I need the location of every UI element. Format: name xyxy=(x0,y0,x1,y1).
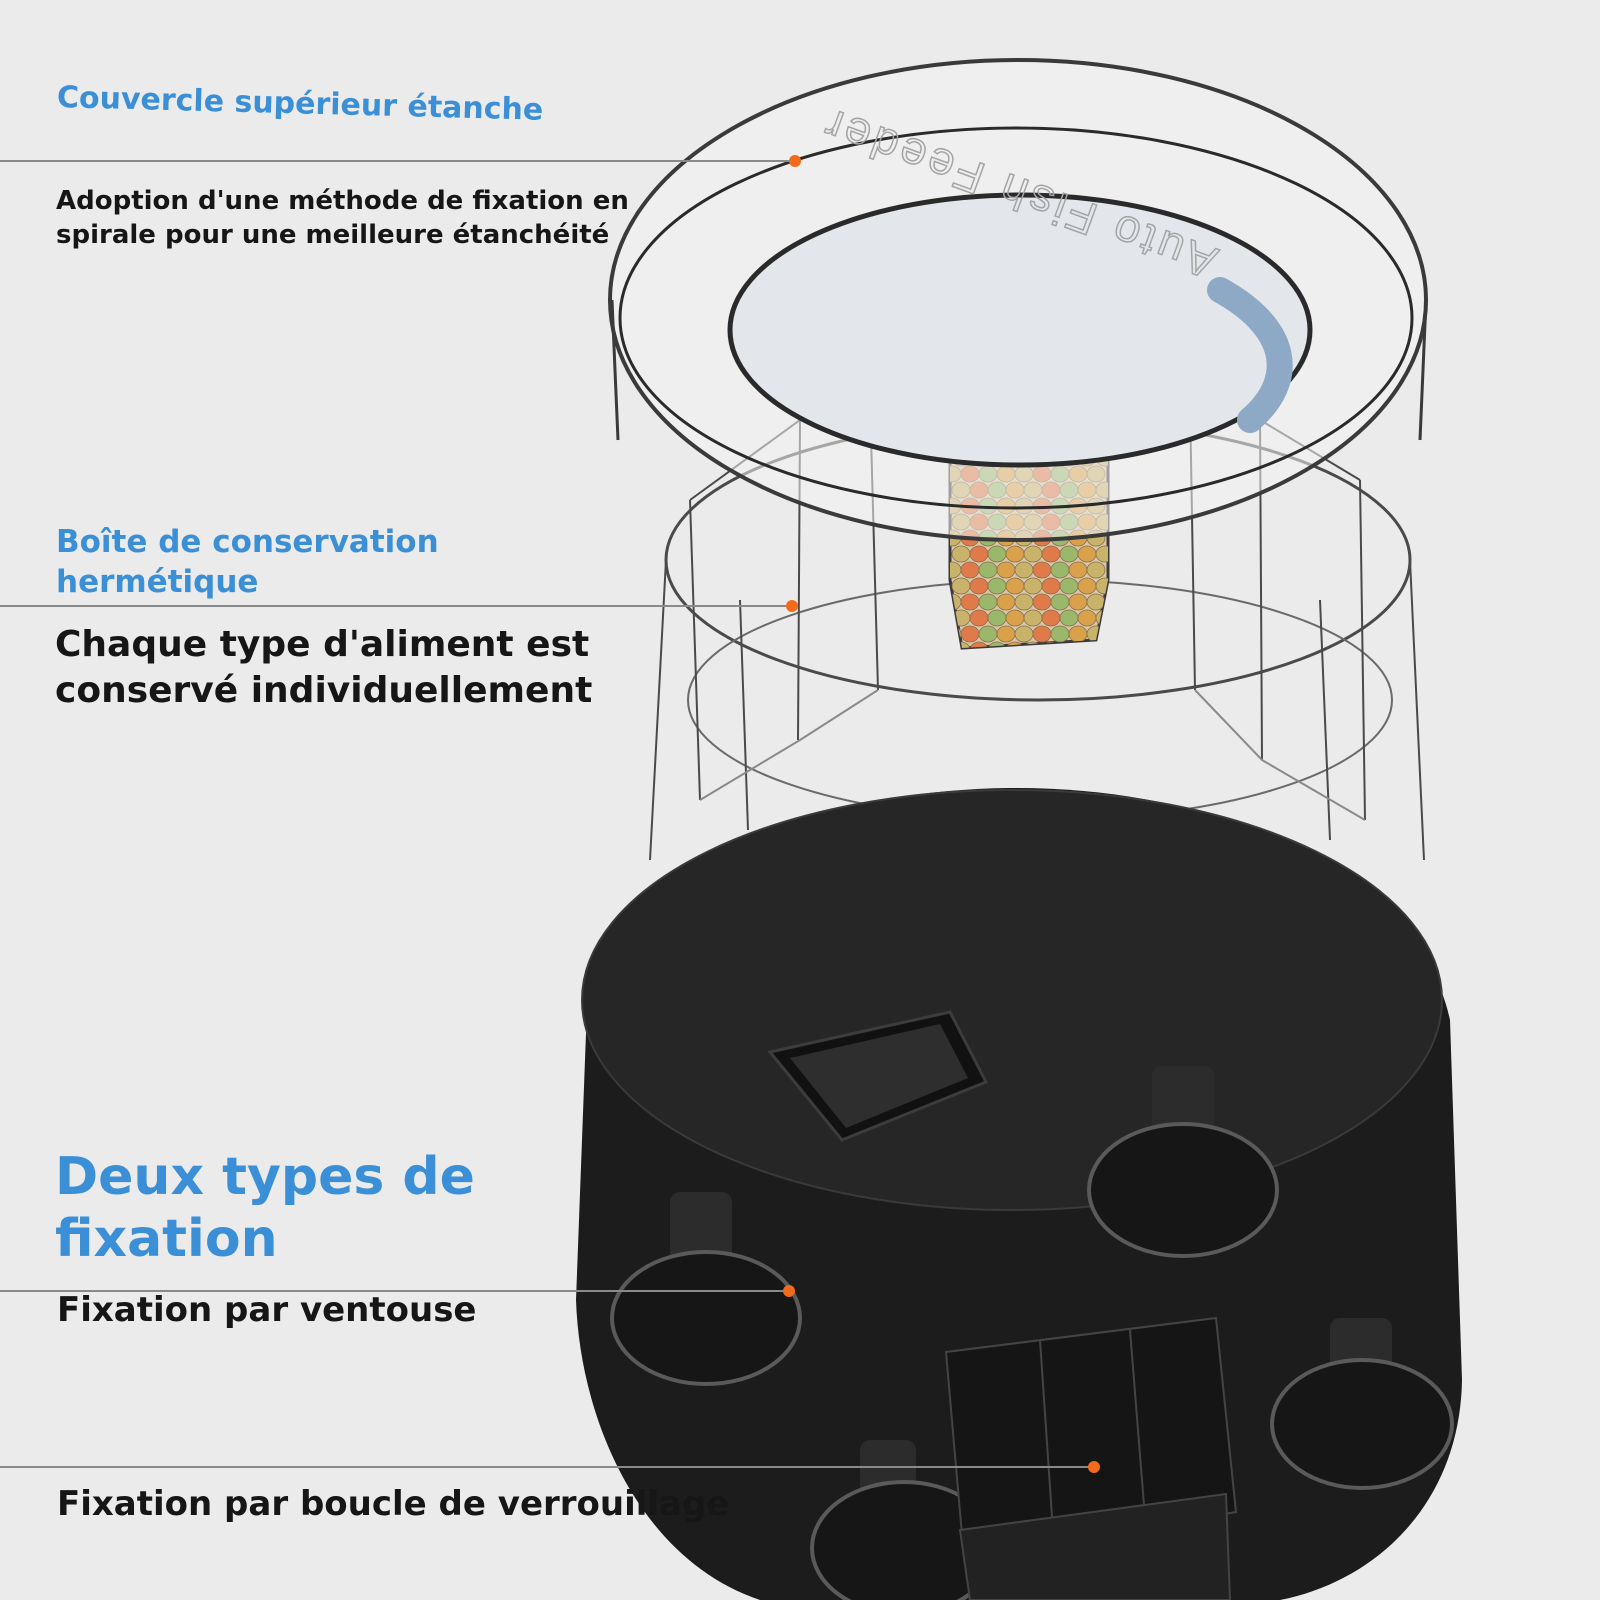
food-pellet xyxy=(1059,545,1079,563)
food-pellet xyxy=(1005,609,1025,627)
food-pellet xyxy=(960,625,980,643)
food-pellet xyxy=(1059,609,1079,627)
food-pellet xyxy=(1095,641,1108,648)
food-pellet xyxy=(1023,577,1043,595)
food-pellet xyxy=(951,545,971,563)
callout-lid-description-line: Adoption d'une méthode de fixation en xyxy=(56,186,629,216)
food-pellet xyxy=(1086,625,1106,643)
callout-fixation-title-line: fixation xyxy=(55,1209,278,1269)
food-pellet xyxy=(969,545,989,563)
callout-fixation-title: Deux types de fixation xyxy=(55,1146,475,1270)
food-pellet xyxy=(1068,593,1088,611)
food-pellet xyxy=(996,561,1016,579)
food-pellet xyxy=(1086,561,1106,579)
food-pellet xyxy=(969,641,989,648)
food-pellet xyxy=(950,561,962,579)
food-pellet xyxy=(1059,577,1079,595)
food-pellet xyxy=(1068,561,1088,579)
food-pellet xyxy=(987,641,1007,648)
food-pellet xyxy=(987,545,1007,563)
food-pellet xyxy=(1077,545,1097,563)
callout-lid-description-line: spirale pour une meilleure étanchéité xyxy=(56,220,610,250)
food-pellet xyxy=(1005,545,1025,563)
suction-cups xyxy=(610,1066,1454,1600)
food-pellet xyxy=(960,561,980,579)
food-pellet xyxy=(951,577,971,595)
food-pellet xyxy=(1095,545,1108,563)
food-pellet xyxy=(1041,609,1061,627)
food-pellet xyxy=(1041,545,1061,563)
suction-cup xyxy=(1087,1066,1279,1258)
food-pellet xyxy=(1077,577,1097,595)
callout-fixation-title-line: Deux types de xyxy=(55,1147,475,1207)
suction-cup xyxy=(810,1440,998,1600)
food-pellet xyxy=(1059,641,1079,648)
food-pellet xyxy=(1005,641,1025,648)
food-pellet xyxy=(1032,625,1052,643)
callout-storage-description-line: Chaque type d'aliment est xyxy=(55,624,590,665)
food-pellet xyxy=(978,561,998,579)
food-pellet xyxy=(1077,641,1097,648)
food-pellet xyxy=(996,625,1016,643)
locking-clip xyxy=(944,1316,1238,1600)
food-pellet xyxy=(1032,593,1052,611)
base-unit xyxy=(576,787,1462,1600)
food-pellet xyxy=(1005,577,1025,595)
callout-storage-description-line: conservé individuellement xyxy=(55,670,593,711)
suction-cup xyxy=(1270,1318,1454,1490)
food-pellet xyxy=(978,593,998,611)
food-pellet xyxy=(969,577,989,595)
food-pellet xyxy=(1050,561,1070,579)
food-pellet xyxy=(1032,561,1052,579)
marker-dots xyxy=(783,155,1100,1473)
food-pellet xyxy=(1014,625,1034,643)
callout-suction-description: Fixation par ventouse xyxy=(57,1290,477,1330)
food-pellet xyxy=(1023,609,1043,627)
food-pellet xyxy=(987,609,1007,627)
food-pellet xyxy=(1050,625,1070,643)
callout-lid-description: Adoption d'une méthode de fixation en sp… xyxy=(56,184,629,252)
food-pellet xyxy=(960,593,980,611)
food-pellet xyxy=(1023,545,1043,563)
food-pellet xyxy=(1095,577,1108,595)
callout-storage-title-line: Boîte de conservation xyxy=(56,524,439,560)
suction-cup xyxy=(610,1192,802,1386)
callout-storage-description: Chaque type d'aliment est conservé indiv… xyxy=(55,622,592,714)
food-pellet xyxy=(996,593,1016,611)
food-pellet xyxy=(1095,609,1108,627)
leader-lines xyxy=(0,160,1094,1468)
food-pellet xyxy=(1050,593,1070,611)
food-pellet xyxy=(969,609,989,627)
food-pellet xyxy=(1086,593,1106,611)
food-pellet xyxy=(987,577,1007,595)
food-pellet xyxy=(1068,625,1088,643)
top-lid xyxy=(608,58,1428,542)
food-pellet xyxy=(1014,561,1034,579)
food-pellet xyxy=(978,625,998,643)
callout-storage-title-line: hermétique xyxy=(56,564,259,600)
callout-storage-title: Boîte de conservation hermétique xyxy=(56,522,439,602)
callout-clip-description: Fixation par boucle de verrouillage xyxy=(57,1484,730,1524)
food-pellet xyxy=(1014,593,1034,611)
dispensing-opening xyxy=(767,1010,989,1142)
food-pellet xyxy=(1077,609,1097,627)
food-pellet xyxy=(1041,577,1061,595)
